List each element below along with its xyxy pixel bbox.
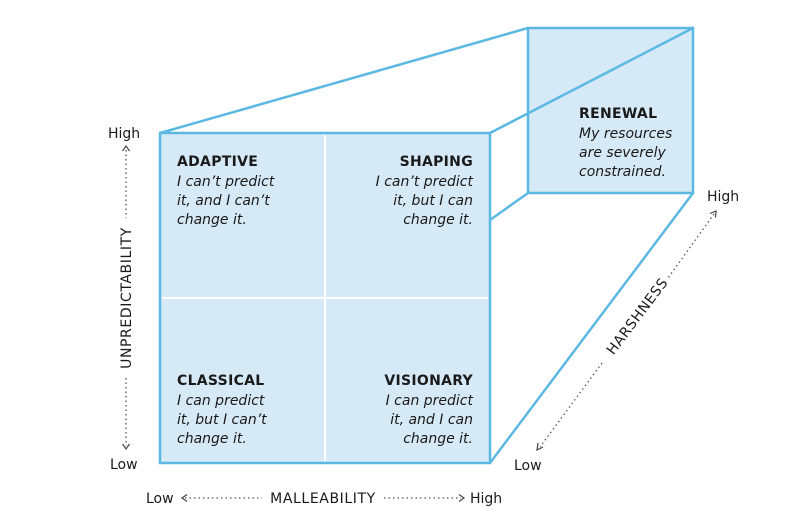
visionary-title: VISIONARY [384,373,473,389]
unpredictability-title: UNPREDICTABILITY [119,227,135,369]
classical-desc-line2: it, but I can’t [177,412,267,428]
harshness-down-arrow-icon [536,442,544,452]
adaptive-desc-line3: change it. [177,212,247,228]
unpredictability-high-label: High [108,126,140,142]
malleability-left-arrow-icon [180,494,188,502]
visionary-desc-line1: I can predict [386,393,474,409]
quadrant-shaping: SHAPING I can’t predict it, but I can ch… [376,154,474,228]
adaptive-title: ADAPTIVE [177,154,258,170]
quadrant-visionary: VISIONARY I can predict it, and I can ch… [384,373,473,447]
visionary-desc-line2: it, and I can [390,412,473,428]
unpredictability-down-arrow-icon [122,443,130,451]
renewal-title: RENEWAL [579,106,657,122]
harshness-low-label: Low [514,458,542,474]
top-right-edge [489,26,694,135]
bottom-right-edge [489,192,694,464]
harshness-high-label: High [707,189,739,205]
malleability-right-arrow-icon [458,494,466,502]
harshness-dots-lower [539,362,603,448]
unpredictability-low-label: Low [110,457,138,473]
harshness-axis: High Low HARSHNESS [514,189,739,474]
adaptive-desc-line2: it, and I can’t [177,193,270,209]
unpredictability-up-arrow-icon [122,144,130,152]
unpredictability-axis: High Low UNPREDICTABILITY [108,126,140,473]
renewal-back-face [526,26,695,195]
harshness-dots-upper [667,213,715,279]
middle-right-edge [489,191,529,222]
visionary-desc-line3: change it. [403,431,473,447]
harshness-title: HARSHNESS [604,275,672,358]
renewal-panel: RENEWAL My resources are severely constr… [579,106,672,180]
top-left-edge [159,26,529,135]
harshness-up-arrow-icon [709,210,717,218]
malleability-high-label: High [470,491,502,507]
quadrant-adaptive: ADAPTIVE I can’t predict it, and I can’t… [177,154,275,228]
shaping-desc-line1: I can’t predict [376,174,474,190]
shaping-title: SHAPING [400,154,473,170]
renewal-desc-line1: My resources [579,126,672,142]
classical-title: CLASSICAL [177,373,265,389]
adaptive-desc-line1: I can’t predict [177,174,275,190]
classical-desc-line3: change it. [177,431,247,447]
renewal-desc-line3: constrained. [579,164,666,180]
renewal-desc-line2: are severely [579,145,666,161]
classical-desc-line1: I can predict [177,393,265,409]
shaping-desc-line2: it, but I can [393,193,473,209]
malleability-title: MALLEABILITY [270,491,376,507]
malleability-axis: Low High MALLEABILITY [146,491,502,507]
quadrant-classical: CLASSICAL I can predict it, but I can’t … [177,373,267,447]
shaping-desc-line3: change it. [403,212,473,228]
malleability-low-label: Low [146,491,174,507]
